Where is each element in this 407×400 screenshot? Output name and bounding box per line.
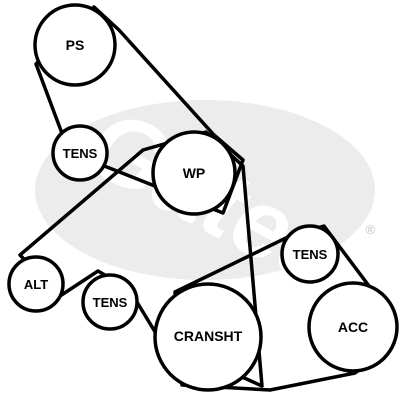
pulley-label-alt: ALT [24,277,48,292]
pulley-tens-right: TENS [280,224,340,284]
pulley-label-wp: WP [183,165,206,181]
pulley-label-tens-top: TENS [63,146,98,161]
pulley-ps: PS [33,3,117,87]
pulley-label-cransht: CRANSHT [174,328,243,344]
pulley-label-tens-bottom-left: TENS [93,295,128,310]
pulley-cransht: CRANSHT [153,282,263,392]
pulley-tens-top: TENS [51,124,109,182]
pulley-acc: ACC [307,281,399,373]
pulley-alt: ALT [7,255,65,313]
pulley-label-tens-right: TENS [293,247,328,262]
pulley-label-acc: ACC [338,319,368,335]
pulley-tens-bottom-left: TENS [81,273,139,331]
pulley-wp: WP [151,130,237,216]
watermark-registered-mark: ® [365,222,375,237]
pulley-label-ps: PS [66,37,85,53]
